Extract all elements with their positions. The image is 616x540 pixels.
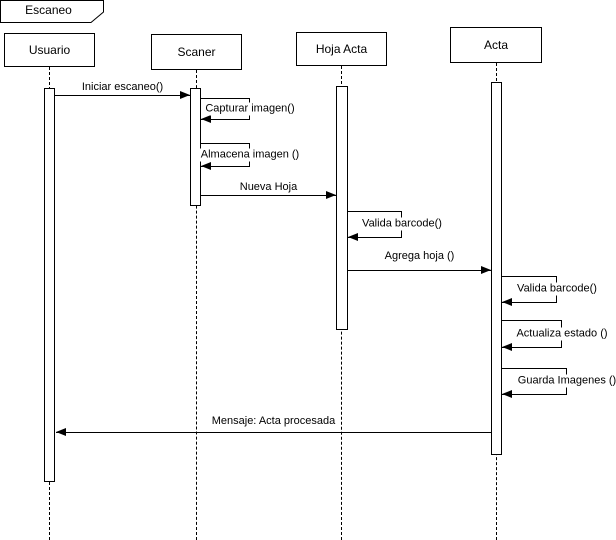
- lifeline-label-usuario: Usuario: [28, 43, 71, 57]
- message-label-agrega-hoja: Agrega hoja (): [384, 250, 455, 262]
- message-label-nueva-hoja: Nueva Hoja: [239, 181, 298, 193]
- message-label-valida-barcode-hoja: Valida barcode(): [359, 217, 445, 231]
- arrowhead-icon: [56, 428, 66, 436]
- arrowhead-icon: [348, 233, 358, 241]
- activation-acta: [491, 82, 502, 455]
- lifeline-head-usuario: Usuario: [4, 33, 95, 67]
- message-line-iniciar-escaneo: [55, 95, 190, 96]
- message-line-nueva-hoja: [201, 195, 336, 196]
- lifeline-label-acta: Acta: [483, 38, 508, 52]
- message-label-iniciar-escaneo: Iniciar escaneo(): [81, 81, 164, 93]
- message-line-acta-procesada: [56, 432, 491, 433]
- arrowhead-icon: [502, 390, 512, 398]
- arrowhead-icon: [201, 115, 211, 123]
- message-label-acta-procesada: Mensaje: Acta procesada: [211, 415, 336, 427]
- arrowhead-icon: [326, 191, 336, 199]
- activation-scaner: [190, 88, 201, 206]
- activation-usuario: [44, 88, 55, 482]
- message-label-guarda-imagenes: Guarda Imagenes (): [514, 374, 616, 388]
- lifeline-head-hoja-acta: Hoja Acta: [296, 32, 387, 66]
- frame-title: Escaneo: [25, 3, 72, 17]
- lifeline-head-acta: Acta: [450, 27, 542, 63]
- message-label-valida-barcode-acta: Valida barcode(): [514, 282, 600, 296]
- message-line-agrega-hoja: [348, 270, 491, 271]
- arrowhead-icon: [481, 266, 491, 274]
- arrowhead-icon: [201, 162, 211, 170]
- frame-tab-shape: [0, 0, 104, 23]
- arrowhead-icon: [502, 343, 512, 351]
- message-label-actualiza-estado: Actualiza estado (): [513, 327, 611, 341]
- message-label-capturar-imagen: Capturar imagen(): [202, 102, 298, 116]
- activation-hoja-acta: [336, 86, 348, 330]
- lifeline-head-scaner: Scaner: [151, 34, 242, 70]
- arrowhead-icon: [502, 298, 512, 306]
- lifeline-label-hoja-acta: Hoja Acta: [315, 42, 368, 56]
- message-label-almacena-imagen: Almacena imagen (): [197, 148, 303, 162]
- lifeline-label-scaner: Scaner: [177, 45, 216, 59]
- arrowhead-icon: [180, 91, 190, 99]
- lifeline-scaner: [196, 70, 197, 540]
